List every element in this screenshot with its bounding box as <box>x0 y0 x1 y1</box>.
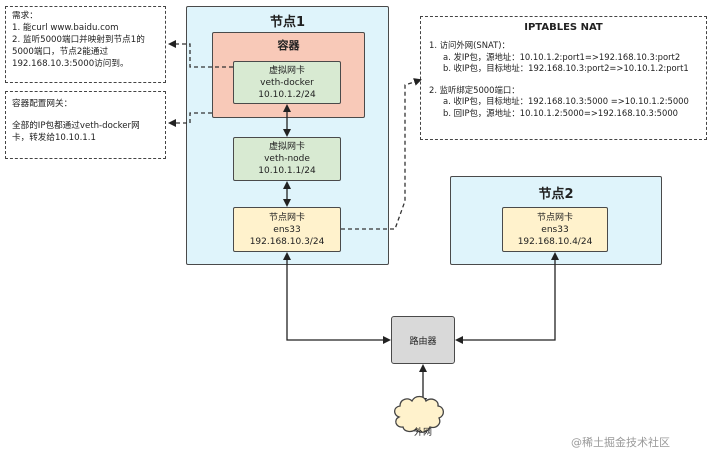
router-label: 路由器 <box>409 336 437 347</box>
dashed-link-nat <box>341 78 422 230</box>
node2-nic-ip: 192.168.10.4/24 <box>517 236 593 247</box>
router-box: 路由器 <box>391 316 455 364</box>
veth-node-ip: 10.10.1.1/24 <box>258 166 316 176</box>
container-title: 容器 <box>277 39 300 52</box>
requirements-note-title: 需求： <box>12 11 38 21</box>
iptables-nat-note: IPTABLES NAT 1. 访问外网(SNAT)： a. 发IP包，源地址：… <box>420 16 707 140</box>
node2-nic-name: ens33 <box>541 224 569 235</box>
requirements-note-line: 2. 监听5000端口并映射到节点1的 <box>12 35 145 45</box>
node1-nic-ip: 192.168.10.3/24 <box>249 236 325 247</box>
link-node1-router <box>283 252 391 344</box>
veth-node-box: 虚拟网卡 veth-node 10.10.1.1/24 <box>233 137 341 181</box>
nat-snat-heading: 1. 访问外网(SNAT)： <box>429 40 510 50</box>
gateway-note-line: 全部的IP包都通过veth-docker网 <box>12 121 140 131</box>
veth-node-name: veth-node <box>264 154 310 164</box>
requirements-note-line: 5000端口，节点2能通过 <box>12 47 109 57</box>
veth-docker-box: 虚拟网卡 veth-docker 10.10.1.2/24 <box>233 61 341 104</box>
node2-nic-box: 节点网卡 ens33 192.168.10.4/24 <box>502 207 608 252</box>
veth-docker-name: veth-docker <box>260 77 314 88</box>
iptables-nat-title: IPTABLES NAT <box>524 22 603 33</box>
internet-label: 外网 <box>413 428 432 438</box>
node1-nic-name: ens33 <box>273 224 301 235</box>
node2-nic-label: 节点网卡 <box>536 212 573 223</box>
gateway-note-line: 卡，转发给10.10.1.1 <box>12 133 96 143</box>
gateway-note: 容器配置网关： 全部的IP包都通过veth-docker网 卡，转发给10.10… <box>5 91 166 159</box>
dashed-link-gateway <box>168 112 212 127</box>
node1-title: 节点1 <box>269 15 306 30</box>
requirements-note: 需求： 1. 能curl www.baidu.com 2. 监听5000端口并映… <box>5 6 166 83</box>
node1-nic-label: 节点网卡 <box>268 212 305 223</box>
nat-dnat-rule: b. 回IP包，源地址：10.10.1.2:5000=>192.168.10.3… <box>443 107 678 118</box>
nat-dnat-heading: 2. 监听绑定5000端口： <box>429 84 520 95</box>
link-node2-router <box>455 252 559 344</box>
watermark: @稀土掘金技术社区 <box>571 436 670 449</box>
veth-docker-ip: 10.10.1.2/24 <box>258 89 316 100</box>
veth-node-label: 虚拟网卡 <box>268 142 305 152</box>
requirements-note-line: 1. 能curl www.baidu.com <box>12 23 119 33</box>
veth-docker-label: 虚拟网卡 <box>268 65 305 76</box>
nat-dnat-rule: a. 收IP包，目标地址：192.168.10.3:5000 =>10.10.1… <box>443 96 689 106</box>
node2-title: 节点2 <box>538 187 574 202</box>
requirements-note-line: 192.168.10.3:5000访问到。 <box>12 59 129 69</box>
internet-cloud-icon <box>393 395 445 433</box>
nat-snat-rule: a. 发IP包，源地址：10.10.1.2:port1=>192.168.10.… <box>443 51 681 62</box>
dashed-link-requirements <box>168 40 233 68</box>
gateway-note-title: 容器配置网关： <box>12 99 73 109</box>
node1-nic-box: 节点网卡 ens33 192.168.10.3/24 <box>233 207 341 252</box>
nat-snat-rule: b. 收IP包，目标地址：192.168.10.3:port2=>10.10.1… <box>443 63 689 73</box>
